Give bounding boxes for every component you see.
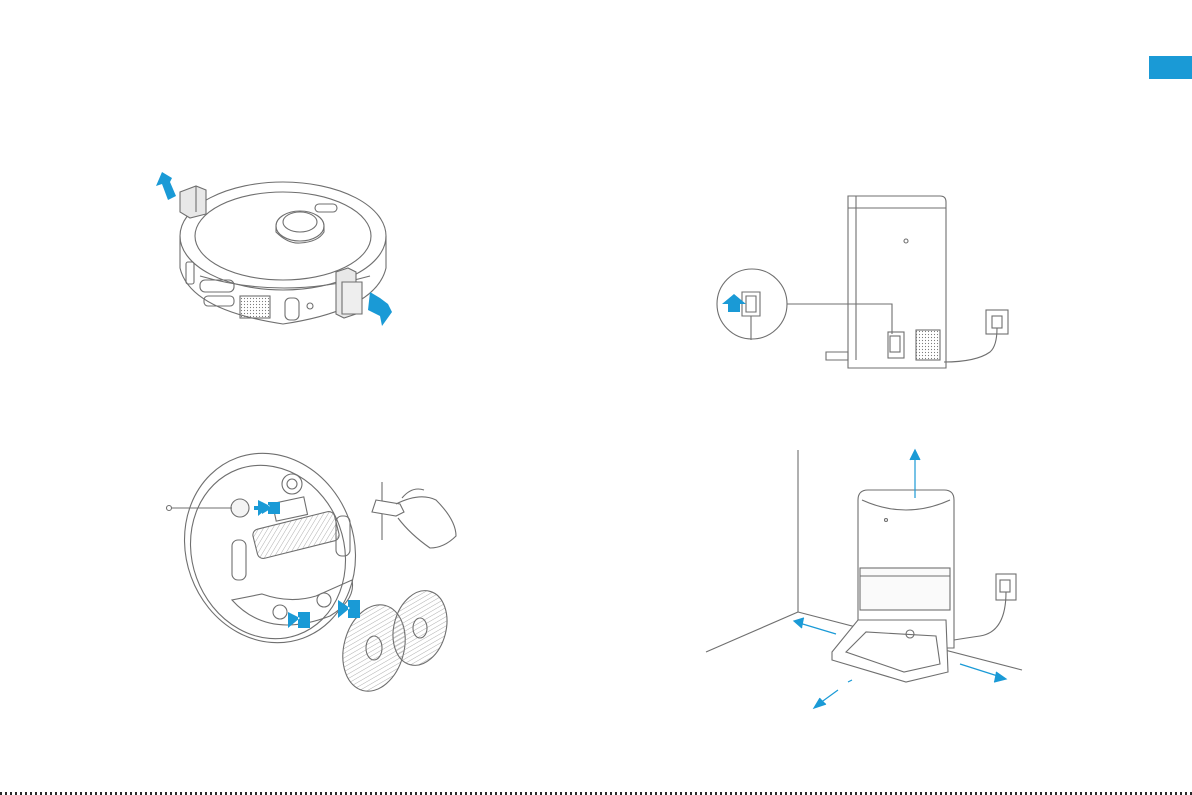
dock-front-view	[832, 490, 954, 682]
wall-socket-placement	[954, 574, 1016, 640]
